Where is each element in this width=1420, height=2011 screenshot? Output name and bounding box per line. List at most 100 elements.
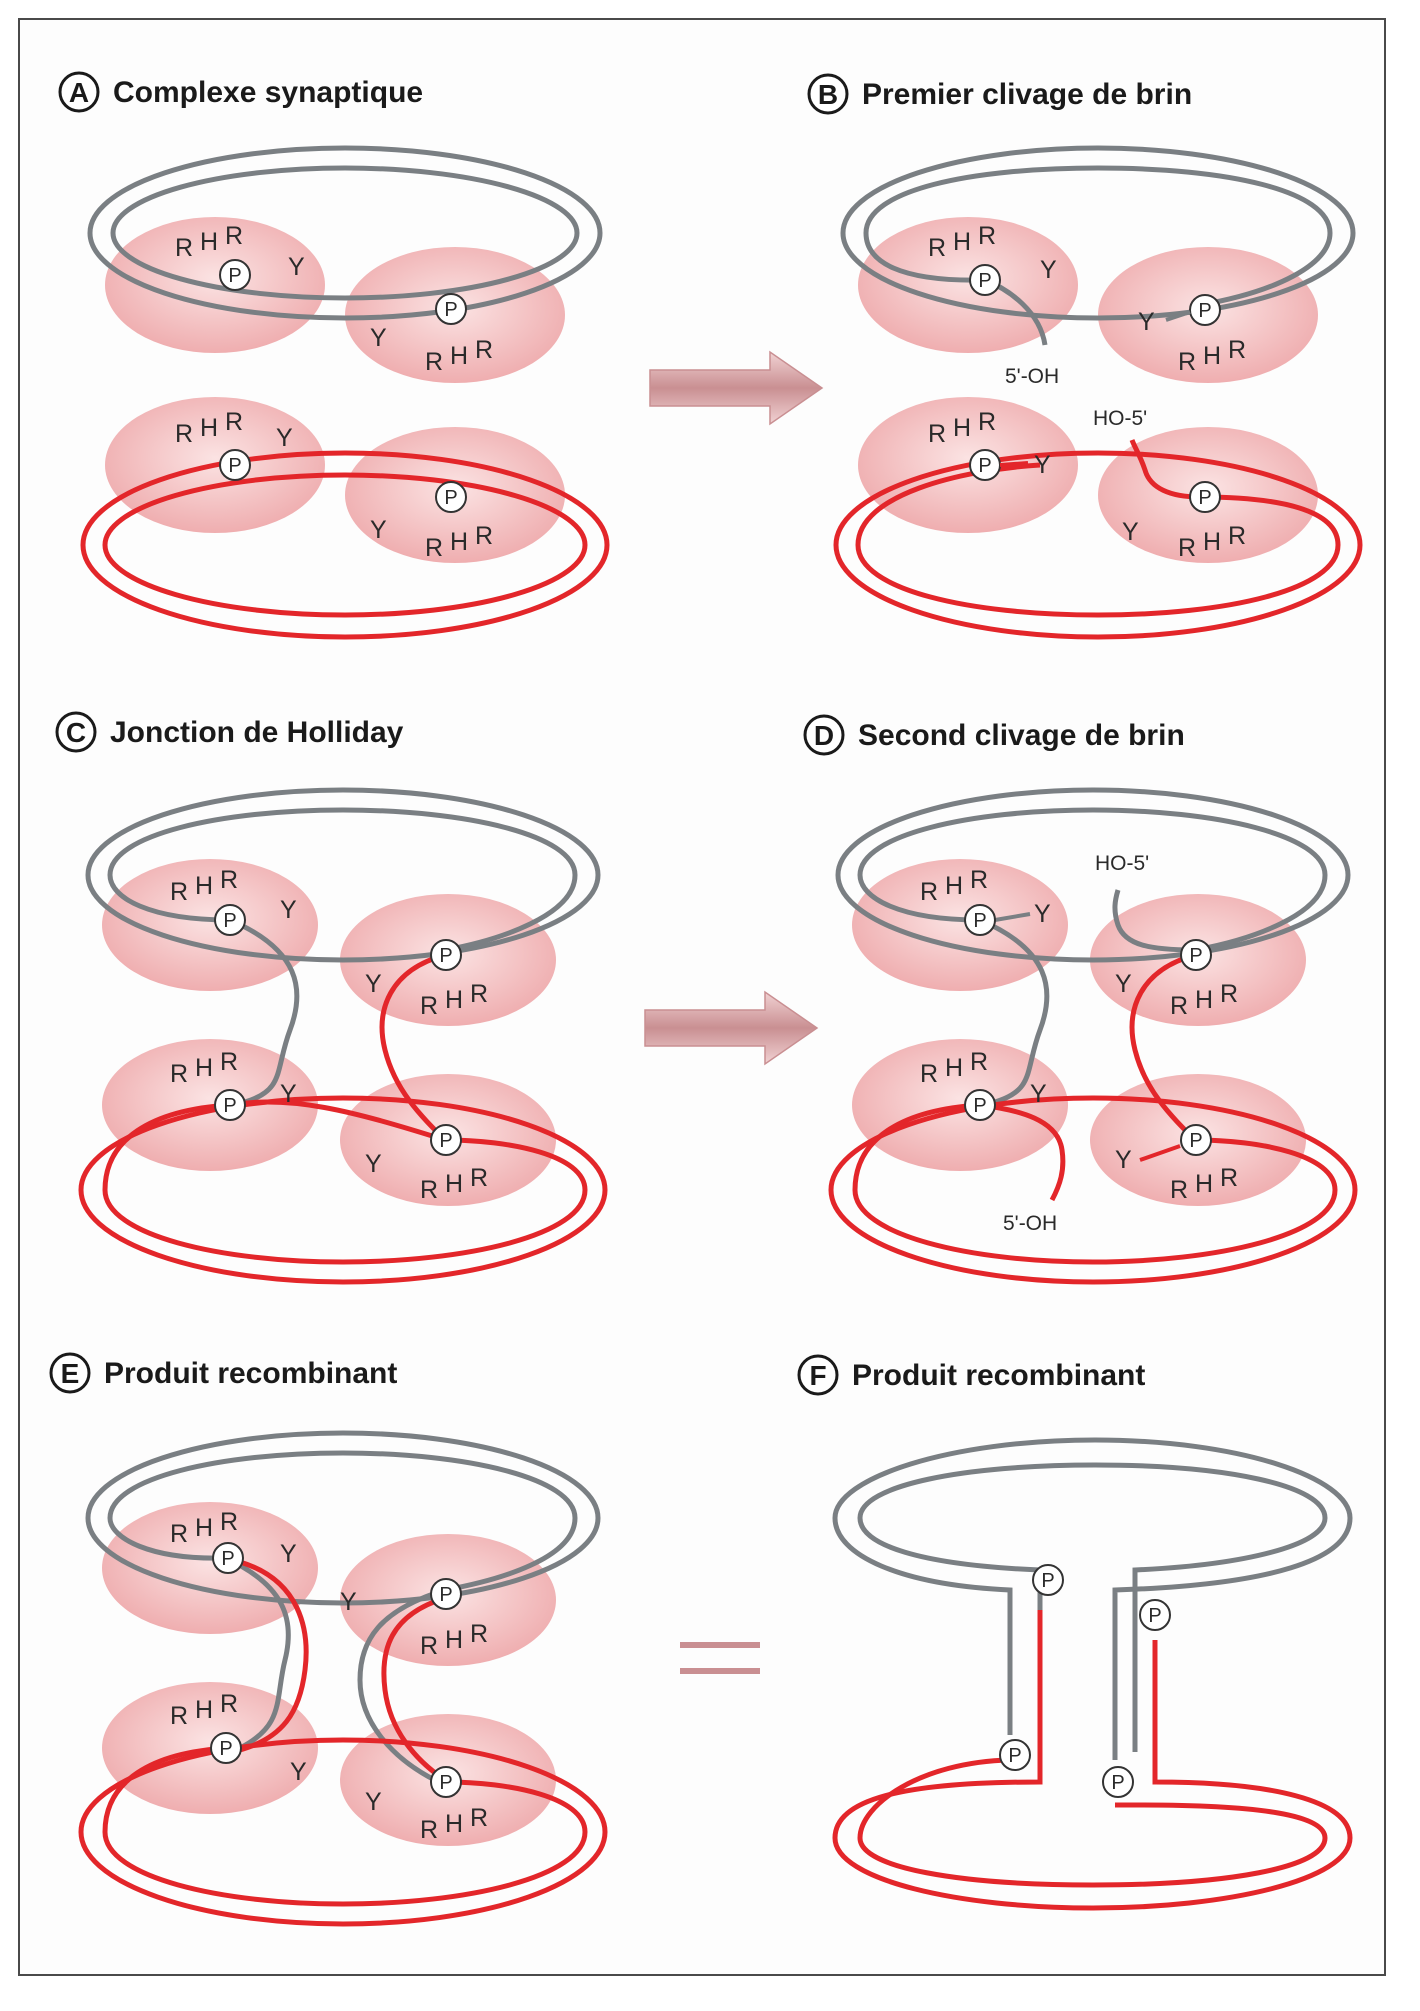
gray-crossover-strand (357, 1587, 447, 1788)
svg-text:H: H (445, 1170, 463, 1198)
phosphate-circle: P (969, 449, 1001, 481)
red-dna-outer (828, 1095, 1358, 1285)
svg-text:P: P (978, 270, 991, 292)
svg-text:P: P (223, 910, 236, 932)
panel-badge-e (49, 1352, 91, 1394)
svg-text:Y: Y (1034, 900, 1051, 928)
covalent-bond (994, 912, 1031, 922)
svg-text:R: R (970, 866, 988, 894)
covalent-bond (999, 461, 1029, 467)
gray-dna-inner (857, 1462, 1328, 1755)
panel-badge-d (803, 714, 845, 756)
red-dna-outer (80, 450, 610, 640)
phosphate-circle: P (1189, 481, 1221, 513)
svg-text:Y: Y (1115, 1146, 1132, 1174)
phosphate-circle: P (1032, 1564, 1064, 1596)
phosphate-circle: P (435, 293, 467, 325)
svg-text:R: R (1228, 522, 1246, 550)
gray-dna-inner (107, 807, 578, 953)
covalent-bond (1139, 1144, 1181, 1162)
phosphate-circle: P (214, 1089, 246, 1121)
red-strand-end (979, 1102, 1066, 1202)
protein-subunit (858, 217, 1078, 353)
gray-dna-inner (863, 165, 1333, 308)
svg-text:R: R (220, 1690, 238, 1718)
svg-text:Y: Y (280, 1080, 297, 1108)
phosphate-circle: P (435, 481, 467, 513)
gray-dna-outer (835, 787, 1351, 963)
progress-arrow (644, 990, 819, 1066)
svg-text:Y: Y (365, 1788, 382, 1816)
svg-text:R: R (420, 1176, 438, 1204)
svg-text:P: P (978, 455, 991, 477)
svg-text:Y: Y (290, 1758, 307, 1786)
svg-text:Y: Y (276, 424, 293, 452)
svg-text:R: R (475, 522, 493, 550)
phosphate-circle: P (430, 939, 462, 971)
svg-text:P: P (1111, 1772, 1124, 1794)
five-prime-oh-label: 5'-OH (1003, 1212, 1057, 1235)
svg-text:R: R (1170, 1176, 1188, 1204)
svg-text:P: P (439, 945, 452, 967)
svg-text:R: R (175, 420, 193, 448)
covalent-bond (1165, 310, 1191, 322)
svg-text:H: H (1203, 342, 1221, 370)
svg-text:Y: Y (280, 896, 297, 924)
svg-text:P: P (223, 1095, 236, 1117)
panel-letter-e: E (61, 1358, 80, 1389)
svg-text:Y: Y (1030, 1080, 1047, 1108)
phosphate-circle: P (1102, 1766, 1134, 1798)
svg-text:H: H (445, 1626, 463, 1654)
svg-text:R: R (220, 1508, 238, 1536)
svg-text:R: R (1228, 336, 1246, 364)
phosphate-circle: P (430, 1578, 462, 1610)
svg-text:R: R (1178, 534, 1196, 562)
phosphate-circle: P (1180, 939, 1212, 971)
gray-crossover-strand (229, 917, 300, 1105)
svg-text:Y: Y (1115, 970, 1132, 998)
phosphate-circle: P (1189, 294, 1221, 326)
red-dna-outer (78, 1095, 608, 1285)
svg-text:H: H (1195, 1170, 1213, 1198)
svg-text:H: H (445, 986, 463, 1014)
svg-text:H: H (450, 342, 468, 370)
red-crossover-strand (1129, 952, 1197, 1142)
phosphate-circle: P (999, 1739, 1031, 1771)
svg-text:R: R (220, 1048, 238, 1076)
red-strand-link (229, 1099, 446, 1143)
svg-text:R: R (1220, 1164, 1238, 1192)
gray-dna-inner (110, 165, 580, 301)
svg-text:P: P (1189, 945, 1202, 967)
phosphate-circle: P (214, 904, 246, 936)
svg-text:P: P (444, 299, 457, 321)
five-prime-oh-label: 5'-OH (1005, 365, 1059, 388)
panel-letter-d: D (814, 720, 834, 751)
svg-text:R: R (170, 1702, 188, 1730)
svg-text:R: R (978, 222, 996, 250)
svg-text:R: R (928, 420, 946, 448)
red-crossover-strand (381, 1595, 447, 1783)
svg-text:P: P (1198, 487, 1211, 509)
svg-text:R: R (475, 336, 493, 364)
gray-dna-outer (85, 1430, 601, 1606)
svg-text:H: H (953, 228, 971, 256)
equals-sign (680, 1642, 760, 1674)
red-crossover-strand (379, 952, 447, 1142)
svg-text:R: R (470, 1164, 488, 1192)
phosphate-circle: P (212, 1542, 244, 1574)
phosphate-circle: P (964, 1089, 996, 1121)
red-dna-inner (857, 1757, 1328, 1888)
panel-title-e: E Produit recombinant (49, 1352, 397, 1394)
svg-text:H: H (953, 414, 971, 442)
svg-text:P: P (1008, 1745, 1021, 1767)
phosphate-circle: P (969, 264, 1001, 296)
svg-text:R: R (420, 1816, 438, 1844)
gray-dna-outer (840, 145, 1356, 321)
panel-title-c: C Jonction de Holliday (55, 711, 404, 753)
svg-text:H: H (200, 414, 218, 442)
